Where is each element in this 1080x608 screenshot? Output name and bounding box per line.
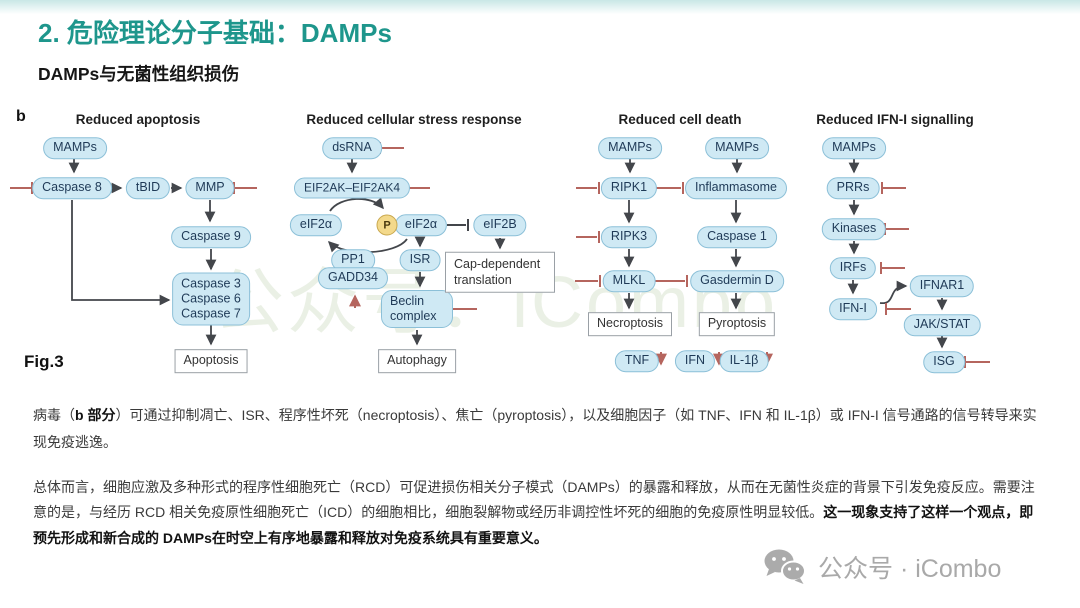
node-beclin-complex: Beclin complex	[381, 290, 453, 328]
node-eif2b: eIF2B	[473, 214, 527, 236]
outcome-apoptosis: Apoptosis	[174, 349, 248, 373]
slide-subtitle: DAMPs与无菌性组织损伤	[38, 64, 240, 84]
column-header-reduced-apoptosis: Reduced apoptosis	[75, 112, 201, 127]
caption-part2: ）可通过抑制凋亡、ISR、程序性坏死（necroptosis）、焦亡（pyrop…	[33, 407, 1037, 450]
caption-bold: b 部分	[75, 407, 116, 423]
node-caspase-3-6-7: Caspase 3 Caspase 6 Caspase 7	[172, 272, 250, 326]
footer-label: 公众号 · iCombo	[818, 555, 1002, 583]
node-mmp: MMP	[185, 177, 235, 199]
node-caspase3-line: Caspase 3	[181, 276, 241, 291]
node-eif2a-left: eIF2α	[289, 214, 343, 236]
node-caspase1: Caspase 1	[697, 226, 777, 248]
wechat-icon	[764, 549, 806, 584]
node-mamps-1: MAMPs	[43, 137, 107, 159]
node-inflammasome: Inflammasome	[685, 177, 787, 199]
node-caspase8: Caspase 8	[32, 177, 112, 199]
footer-branding: 公众号 · iCombo	[762, 548, 1001, 586]
box-cap-dependent-translation: Cap-dependent translation	[445, 251, 555, 293]
node-eif2ak: EIF2AK–EIF2AK4	[293, 177, 411, 199]
summary-bold: 这一现象支持了这样一个观点，即预先形成和新合成的 DAMPs在时空上有序地暴露和…	[33, 504, 1034, 546]
node-mlkl: MLKL	[602, 270, 656, 292]
phospho-p-badge: P	[376, 214, 398, 236]
node-ripk1: RIPK1	[600, 177, 658, 199]
caption-paragraph: 病毒（b 部分）可通过抑制凋亡、ISR、程序性坏死（necroptosis）、焦…	[33, 402, 1047, 455]
node-isr: ISR	[399, 249, 441, 271]
node-gadd34: GADD34	[317, 267, 389, 289]
outcome-pyroptosis: Pyroptosis	[698, 312, 776, 336]
node-ripk3: RIPK3	[600, 226, 658, 248]
node-eif2a-right: eIF2α	[394, 214, 448, 236]
node-mamps-4: MAMPs	[822, 137, 886, 159]
outcome-autophagy: Autophagy	[378, 349, 456, 373]
node-caspase6-line: Caspase 6	[181, 291, 241, 306]
node-kinases: Kinases	[821, 218, 887, 240]
page-title: 2. 危险理论分子基础：DAMPs	[38, 18, 392, 48]
node-mamps-2: MAMPs	[598, 137, 662, 159]
node-caspase9: Caspase 9	[171, 226, 251, 248]
column-header-reduced-cell-death: Reduced cell death	[618, 112, 742, 127]
figure-label: Fig.3	[24, 352, 64, 371]
summary-part1: 总体而言，细胞应激及多种形式的程序性细胞死亡（RCD）可促进损伤相关分子模式（D…	[33, 479, 1035, 521]
caption-part1: 病毒（	[33, 407, 75, 423]
node-irfs: IRFs	[829, 257, 877, 279]
node-gasdermin-d: Gasdermin D	[690, 270, 784, 292]
top-accent-strip	[0, 0, 1080, 14]
node-prrs: PRRs	[826, 177, 880, 199]
panel-label-b: b	[16, 108, 26, 125]
node-tbid: tBID	[125, 177, 171, 199]
summary-paragraph: 总体而言，细胞应激及多种形式的程序性细胞死亡（RCD）可促进损伤相关分子模式（D…	[33, 475, 1047, 551]
node-ifn-i: IFN-I	[829, 298, 877, 320]
node-dsrna: dsRNA	[322, 137, 382, 159]
column-header-reduced-ifn: Reduced IFN-I signalling	[816, 112, 974, 127]
node-mamps-3: MAMPs	[705, 137, 769, 159]
node-ifnar1: IFNAR1	[909, 275, 975, 297]
node-isg: ISG	[923, 351, 965, 373]
outcome-necroptosis: Necroptosis	[588, 312, 672, 336]
column-header-reduced-stress: Reduced cellular stress response	[306, 112, 522, 127]
node-il1b: IL-1β	[719, 350, 769, 372]
node-caspase7-line: Caspase 7	[181, 306, 241, 321]
node-ifn-cytokine: IFN	[674, 350, 716, 372]
node-jak-stat: JAK/STAT	[903, 314, 981, 336]
node-tnf: TNF	[614, 350, 660, 372]
